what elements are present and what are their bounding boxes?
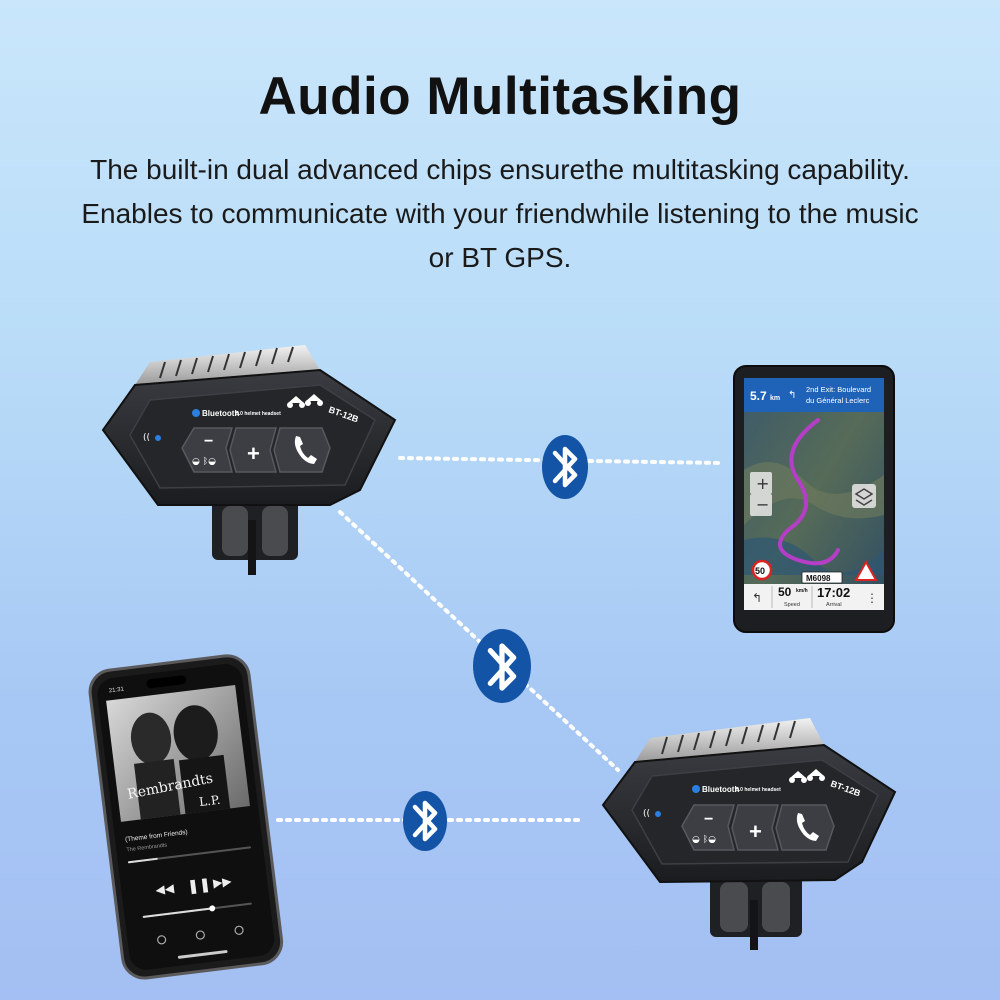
headset-device: Bluetooth 5.0 helmet headset BT-12B (( −… (601, 718, 897, 950)
gps-distance-unit: km (770, 395, 780, 402)
plus-label: + (749, 819, 762, 844)
minus-button[interactable]: − ◒ ᛒ◒ (681, 804, 735, 851)
track-artist: The Rembrandts (126, 842, 168, 853)
headset-device: Bluetooth 5.0 helmet headset BT-12B (( −… (101, 345, 397, 575)
headset-subtitle: 5.0 helmet headset (236, 411, 281, 417)
description-line-3: or BT GPS. (428, 242, 572, 273)
bluetooth-icon (473, 629, 531, 703)
headset-brand: Bluetooth (202, 409, 239, 418)
lyrics-icon[interactable] (157, 935, 167, 945)
page-description: The built-in dual advanced chips ensuret… (40, 148, 960, 280)
play-pause-icon[interactable]: ❚❚ (186, 876, 211, 895)
smartphone: 21:31 Rembrandts L.P. (Theme from Friend… (88, 654, 284, 980)
next-icon[interactable]: ▶▶ (212, 874, 233, 890)
plus-button[interactable]: + (731, 804, 779, 851)
call-button[interactable] (273, 427, 331, 473)
connection-line-headsets (338, 510, 620, 772)
headset-subtitle: 5.0 helmet headset (736, 787, 781, 793)
svg-text:((: (( (143, 433, 150, 443)
album-title-line-2: L.P. (198, 793, 221, 809)
gps-instruction-line-2: du Général Leclerc (806, 396, 870, 405)
gps-road-code: M6098 (806, 574, 831, 583)
gps-instruction-line-1: 2nd Exit: Boulevard (806, 385, 871, 394)
plus-label: + (247, 441, 260, 466)
minus-label: − (204, 433, 213, 450)
svg-text:−: − (756, 495, 769, 514)
zoom-out-button[interactable]: − (750, 494, 772, 516)
svg-text:((: (( (643, 809, 650, 819)
minus-button[interactable]: − ◒ ᛒ◒ (181, 427, 234, 473)
gps-speed-unit: km/h (796, 588, 808, 594)
bluetooth-icon (542, 435, 588, 499)
phone-status-time: 21:31 (109, 686, 125, 694)
route-line (778, 418, 840, 566)
track-progress-bar[interactable] (127, 846, 252, 864)
plus-button[interactable]: + (229, 427, 277, 473)
motorcycle-icon (287, 394, 323, 408)
bluetooth-icon (403, 791, 447, 851)
description-line-1: The built-in dual advanced chips ensuret… (90, 154, 910, 185)
gps-speed-limit: 50 (755, 566, 765, 576)
gps-arrival-time: 17:02 (817, 585, 850, 600)
warning-sign-icon (854, 559, 878, 581)
layers-icon (854, 488, 874, 506)
gps-distance: 5.7 (750, 389, 767, 403)
svg-text:↰: ↰ (788, 390, 796, 401)
gps-speed: 50 (778, 585, 792, 599)
queue-icon[interactable] (234, 925, 244, 935)
headset-brand: Bluetooth (702, 785, 739, 794)
phone-icon (294, 436, 317, 464)
layers-button[interactable] (852, 484, 876, 508)
page-title: Audio Multitasking (258, 67, 742, 126)
gps-arrival-label: Arrival (826, 602, 842, 608)
svg-text:+: + (756, 474, 769, 493)
svg-text:◒ ᛒ◒: ◒ ᛒ◒ (192, 456, 216, 467)
zoom-in-button[interactable]: + (750, 472, 772, 494)
svg-text:◒ ᛒ◒: ◒ ᛒ◒ (692, 834, 716, 845)
previous-icon[interactable]: ◀◀ (155, 881, 176, 897)
description-line-2: Enables to communicate with your friendw… (81, 198, 919, 229)
motorcycle-icon (789, 769, 825, 783)
minus-label: − (704, 811, 713, 828)
call-button[interactable] (775, 804, 835, 851)
gps-speed-label: Speed (784, 602, 800, 608)
album-art: Rembrandts L.P. (106, 684, 251, 822)
more-menu-icon[interactable]: ⋮ (866, 591, 878, 605)
gps-device: 5.7 km ↰ 2nd Exit: Boulevard du Général … (733, 365, 895, 633)
back-icon[interactable]: ↰ (752, 591, 762, 605)
speed-limit-sign (751, 559, 773, 581)
phone-icon (796, 813, 819, 841)
airplay-icon[interactable] (195, 930, 205, 940)
